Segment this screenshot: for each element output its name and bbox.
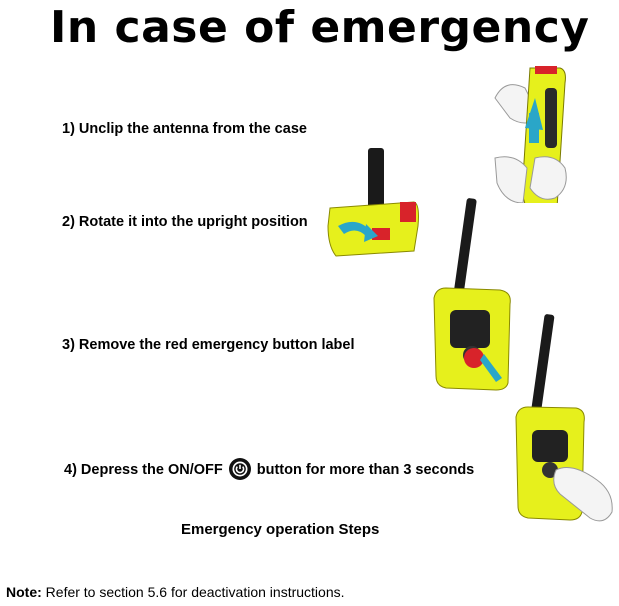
step-4-text-after: button for more than 3 seconds xyxy=(256,462,475,478)
device-unclip-illustration xyxy=(494,66,567,203)
step-2-text: 2) Rotate it into the upright position xyxy=(62,214,308,230)
step-4-text: 4) Depress the ON/OFF button for more tha… xyxy=(64,458,474,480)
note: Note: Refer to section 5.6 for deactivat… xyxy=(6,584,345,600)
device-rotate-illustration xyxy=(327,148,419,257)
note-text: Refer to section 5.6 for deactivation in… xyxy=(41,584,345,600)
device-press-button-illustration xyxy=(515,314,613,522)
step-4-text-before: 4) Depress the ON/OFF xyxy=(64,462,223,478)
figure-caption: Emergency operation Steps xyxy=(181,521,380,538)
step-3-text: 3) Remove the red emergency button label xyxy=(62,337,355,353)
page-title: In case of emergency xyxy=(50,2,590,53)
power-icon xyxy=(228,458,251,480)
note-label: Note: xyxy=(6,584,42,600)
step-1-text: 1) Unclip the antenna from the case xyxy=(62,121,307,137)
device-remove-label-illustration xyxy=(433,198,511,391)
